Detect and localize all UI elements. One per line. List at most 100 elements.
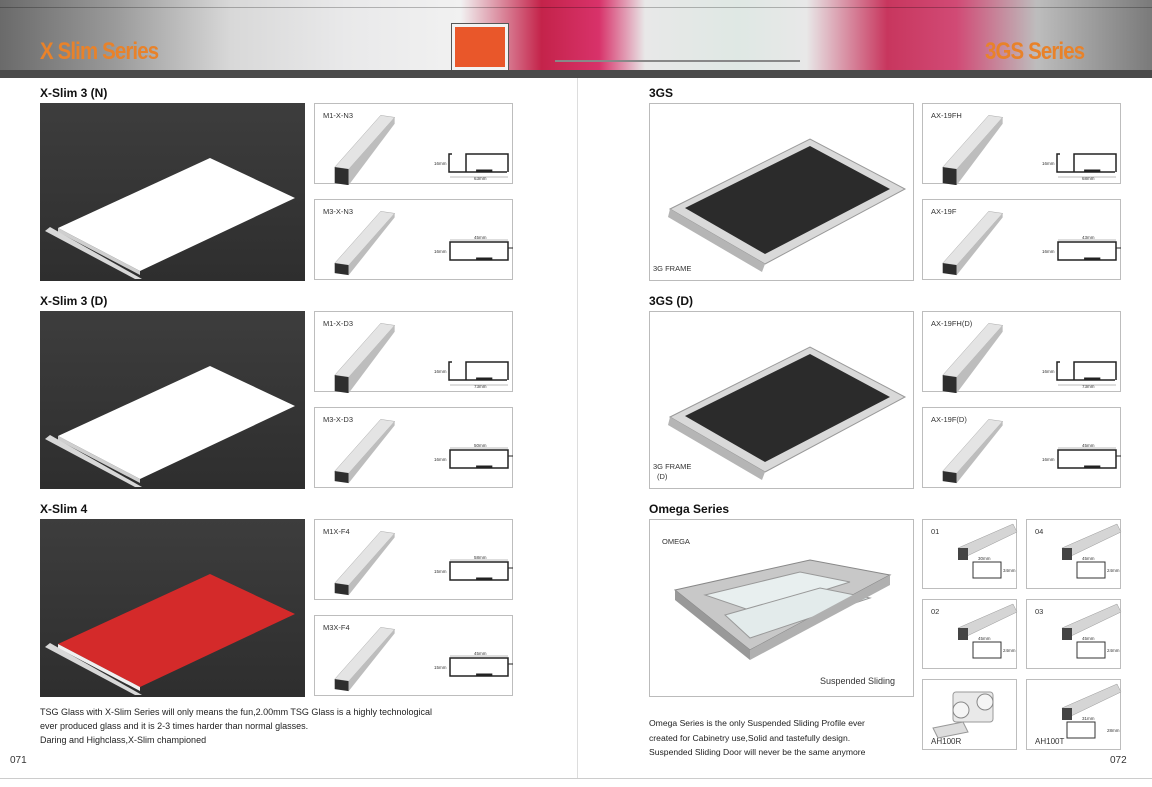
banner-shelf xyxy=(555,60,800,62)
part-code: AH100R xyxy=(931,737,962,746)
svg-text:45mm: 45mm xyxy=(978,636,991,641)
panel-illustration xyxy=(45,366,295,487)
svg-text:73mm: 73mm xyxy=(474,384,487,389)
section-title: 3GS xyxy=(649,86,674,100)
svg-text:15mm: 15mm xyxy=(434,665,447,670)
profile-code: AX-19F xyxy=(931,207,957,216)
profile-bar-face xyxy=(334,375,349,393)
description-line: TSG Glass with X-Slim Series will only m… xyxy=(40,707,432,717)
omega-photo xyxy=(649,519,914,697)
svg-text:73mm: 73mm xyxy=(1082,384,1095,389)
section-title: Omega Series xyxy=(649,502,730,516)
profile-bar-face xyxy=(942,471,957,484)
part-code: 03 xyxy=(1035,607,1044,616)
section-title: X-Slim 3 (N) xyxy=(40,86,108,100)
profile-bar-face xyxy=(334,679,349,692)
profile-bar-top xyxy=(334,627,396,682)
panel-illustration xyxy=(668,138,907,272)
svg-text:34mm: 34mm xyxy=(1003,568,1016,573)
product-photo xyxy=(40,103,305,281)
svg-text:16mm: 16mm xyxy=(434,161,447,166)
svg-text:58mm: 58mm xyxy=(474,555,487,560)
svg-text:24mm: 24mm xyxy=(1003,648,1016,653)
profile-bar-top xyxy=(942,419,1004,474)
profile-card: AX-19FH 16mm 68mm xyxy=(922,103,1121,185)
panel-illustration xyxy=(45,158,295,279)
profile-code: M3-X-D3 xyxy=(323,415,354,424)
profile-bar-side xyxy=(956,325,1003,393)
profile-bar-face xyxy=(942,263,957,276)
profile-bar-top xyxy=(942,115,1004,170)
svg-text:45mm: 45mm xyxy=(474,235,487,240)
svg-text:16mm: 16mm xyxy=(1042,161,1055,166)
profile-code: M1-X-N3 xyxy=(323,111,354,120)
svg-text:16mm: 16mm xyxy=(1042,369,1055,374)
product-photo xyxy=(649,103,914,281)
panel-edge xyxy=(58,228,140,275)
profile-bar-side xyxy=(348,421,395,484)
svg-text:68mm: 68mm xyxy=(1082,176,1095,181)
profile-bar-side xyxy=(348,629,395,692)
part-code: AH100T xyxy=(1035,737,1065,746)
profile-drawing: 16mm 73mm xyxy=(334,323,509,393)
profile-bar-side xyxy=(956,421,1003,484)
profile-bar-side xyxy=(348,533,395,596)
profile-drawing: 16mm 68mm xyxy=(942,115,1117,185)
svg-text:45mm: 45mm xyxy=(1082,636,1095,641)
glass xyxy=(685,354,890,462)
profile-bar-top xyxy=(942,323,1004,378)
part-code: 01 xyxy=(931,527,940,536)
description-line: Daring and Highclass,X-Slim championed xyxy=(40,735,207,745)
svg-text:16mm: 16mm xyxy=(434,369,447,374)
profile-code: AX-19FH xyxy=(931,111,962,120)
profile-drawing: 16mm 45mm xyxy=(942,419,1121,484)
page-divider xyxy=(577,78,578,778)
profile-code: M1-X-D3 xyxy=(323,319,354,328)
svg-text:16mm: 16mm xyxy=(1042,457,1055,462)
profile-bar-top xyxy=(334,531,396,586)
svg-text:16mm: 16mm xyxy=(434,249,447,254)
profile-bar-face xyxy=(334,167,349,185)
omega-description: Omega Series is the only Suspended Slidi… xyxy=(649,716,865,760)
bottom-line xyxy=(0,778,1152,779)
product-photo xyxy=(40,519,305,697)
omega-frame-illustration xyxy=(673,559,892,660)
profile-code: M1X-F4 xyxy=(323,527,350,536)
profile-bar-top xyxy=(334,211,396,266)
panel-top xyxy=(58,366,295,479)
svg-text:45mm: 45mm xyxy=(1082,443,1095,448)
profile-strip xyxy=(45,643,142,695)
profile-drawing: 16mm 73mm xyxy=(942,323,1117,393)
photo-caption: 3G FRAME xyxy=(653,462,692,471)
section-title: X-Slim 3 (D) xyxy=(40,294,108,308)
part-drawing xyxy=(932,691,994,739)
rail xyxy=(668,209,765,272)
profile-bar-face xyxy=(942,167,957,185)
profile-bar-face xyxy=(942,375,957,393)
product-photo xyxy=(40,311,305,489)
profile-code: M3X-F4 xyxy=(323,623,350,632)
profile-bar-side xyxy=(956,117,1003,185)
profile-bar-face xyxy=(334,263,349,276)
section-title: 3GS (D) xyxy=(649,294,694,308)
svg-text:50mm: 50mm xyxy=(474,443,487,448)
